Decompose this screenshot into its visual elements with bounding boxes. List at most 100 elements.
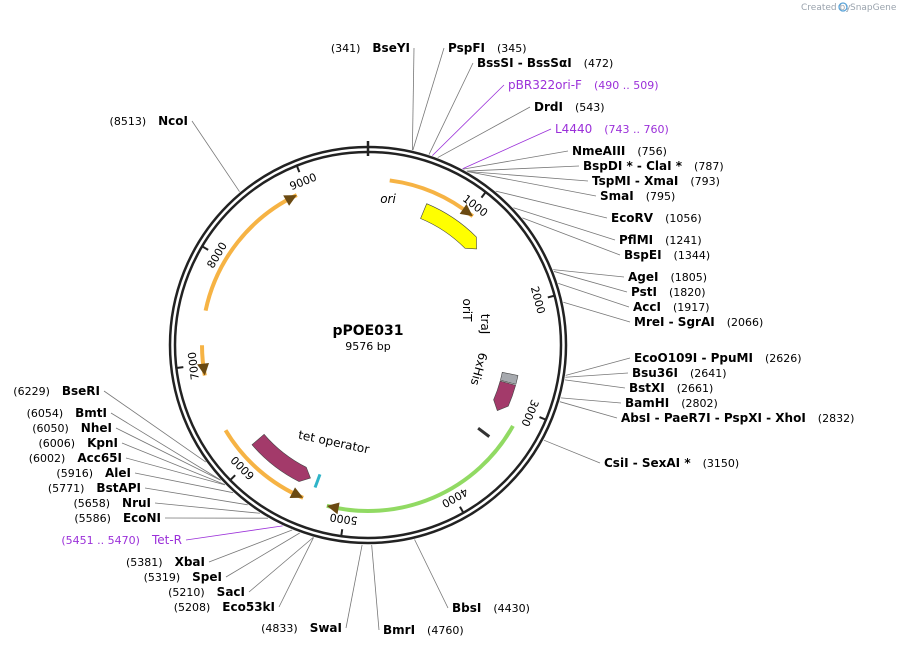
credit: Created by SnapGene xyxy=(801,2,897,13)
site-label: DrdI (543) xyxy=(534,100,605,114)
site-leader xyxy=(565,357,631,376)
feature-arrowhead xyxy=(326,502,340,515)
site-leader xyxy=(134,472,234,494)
tick-mark xyxy=(228,474,236,482)
site-label: (5208) Eco53kI xyxy=(174,600,275,614)
site-leader xyxy=(522,217,621,256)
site-label: BbsI (4430) xyxy=(452,601,530,615)
tick-label: 9000 xyxy=(288,171,319,193)
site-leader xyxy=(467,171,597,197)
site-label: TspMI - XmaI (793) xyxy=(592,174,720,188)
traj-label: traJ xyxy=(478,314,492,335)
features xyxy=(197,178,519,515)
site-label: (6054) BmtI xyxy=(27,406,107,420)
site-leader xyxy=(564,379,626,389)
tick-mark xyxy=(175,366,184,370)
site-label: (5658) NruI xyxy=(73,496,151,510)
plasmid-name: pPOE031 xyxy=(333,323,404,339)
site-leader xyxy=(185,525,283,541)
primer-label: pBR322ori-F (490 .. 509) xyxy=(508,78,659,92)
primer-label: (5451 .. 5470) Tet-R xyxy=(61,533,182,547)
site-label: (5319) SpeI xyxy=(144,570,222,584)
site-label: BstXI (2661) xyxy=(629,381,713,395)
tick-label: 1000 xyxy=(460,192,490,219)
site-label: AbsI - PaeR7I - PspXI - XhoI (2832) xyxy=(621,411,854,425)
feature-arrowhead xyxy=(289,487,304,499)
feature-marker xyxy=(477,426,491,438)
site-leader xyxy=(559,401,618,419)
site-leader xyxy=(103,390,207,463)
site-label: AccI (1917) xyxy=(633,300,710,314)
feature-ori xyxy=(420,203,477,250)
site-leader xyxy=(144,487,248,506)
site-label: BssSI - BssSαI (472) xyxy=(477,56,613,70)
site-label: EcoRV (1056) xyxy=(611,211,702,225)
site-leader xyxy=(278,537,314,608)
site-leader xyxy=(191,120,240,192)
snapgene-logo-icon xyxy=(838,2,848,12)
site-leader xyxy=(121,442,225,485)
plasmid-size: 9576 bp xyxy=(345,340,390,353)
site-label: PflMI (1241) xyxy=(619,233,702,247)
tick-mark xyxy=(539,416,548,422)
site-leader xyxy=(467,171,589,182)
feature-traj xyxy=(493,380,516,412)
site-label: (5210) SacI xyxy=(168,585,245,599)
site-label: BmrI (4760) xyxy=(383,623,464,637)
site-label: BspDI * - ClaI * (787) xyxy=(583,159,724,173)
site-label: (5771) BstAPI xyxy=(48,481,141,495)
site-leader xyxy=(558,283,630,308)
site-label: BamHI (2802) xyxy=(625,396,718,410)
site-leader xyxy=(411,47,415,150)
tick-label: 2000 xyxy=(528,285,548,315)
site-leader xyxy=(463,150,569,170)
site-label: (4833) SwaI xyxy=(261,621,342,635)
site-leader xyxy=(432,84,505,156)
site-leader xyxy=(553,271,628,293)
site-leader xyxy=(412,47,445,151)
tick-mark xyxy=(480,190,488,199)
site-label: (6006) KpnI xyxy=(39,436,118,450)
tick-mark xyxy=(295,164,301,173)
feature-arrowhead xyxy=(197,363,210,376)
tick-label: 5000 xyxy=(329,510,359,527)
tick-mark xyxy=(547,294,556,299)
site-label: (5586) EcoNI xyxy=(74,511,161,525)
site-label: PstI (1820) xyxy=(631,285,706,299)
feature-arrowhead xyxy=(283,195,297,206)
site-label: CsiI - SexAI * (3150) xyxy=(604,456,739,470)
feature-tetr xyxy=(251,433,311,482)
tick-label: 7000 xyxy=(186,351,202,380)
feature-marker xyxy=(313,473,322,489)
feature-arc xyxy=(203,193,298,312)
tick-mark xyxy=(459,506,465,515)
site-label: AgeI (1805) xyxy=(628,270,707,284)
site-label: NmeAIII (756) xyxy=(572,144,667,158)
site-label: EcoO109I - PpuMI (2626) xyxy=(634,351,802,365)
site-label: SmaI (795) xyxy=(600,189,675,203)
site-label: PspFI (345) xyxy=(448,41,527,55)
feature-arrowhead xyxy=(459,204,473,217)
site-leader xyxy=(462,128,552,170)
site-leader xyxy=(565,372,629,378)
feature-arc xyxy=(326,424,515,513)
site-label: MreI - SgrAI (2066) xyxy=(634,315,763,329)
feature-orit xyxy=(500,371,519,385)
site-leader xyxy=(110,412,221,481)
site-leader xyxy=(543,439,601,464)
site-leader xyxy=(125,457,226,486)
primer-label: L4440 (743 .. 760) xyxy=(555,122,669,136)
site-label: BspEI (1344) xyxy=(624,248,710,262)
site-label: (6002) Acc65I xyxy=(29,451,122,465)
site-leader xyxy=(345,544,363,629)
site-leader xyxy=(371,544,380,631)
site-leader xyxy=(225,532,300,578)
his-label: 6xHis xyxy=(468,351,490,387)
site-leader xyxy=(513,207,616,241)
credit-brand: SnapGene xyxy=(850,3,897,13)
site-leader xyxy=(414,539,449,609)
tick-mark xyxy=(340,529,344,538)
site-label: (8513) NcoI xyxy=(110,114,188,128)
